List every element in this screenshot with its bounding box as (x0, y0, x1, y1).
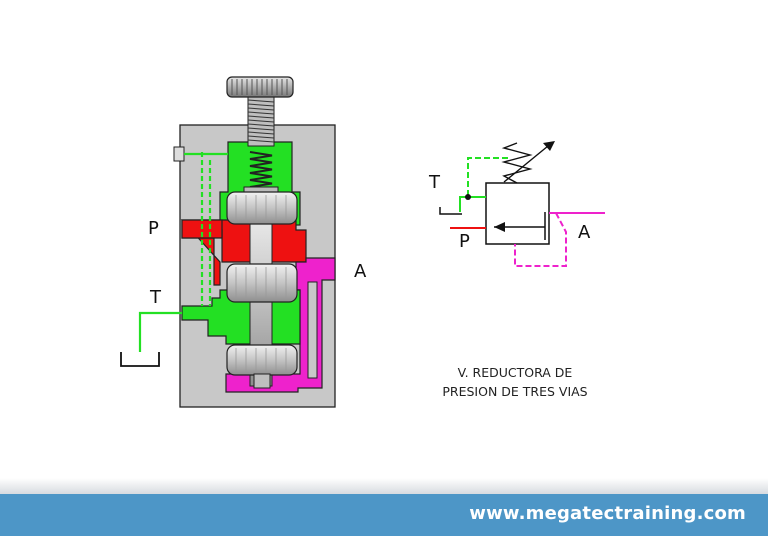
outlet-external-line (335, 268, 343, 276)
tank-icon (120, 352, 160, 367)
variable-spring-arrow-icon (503, 145, 549, 183)
section-label-p: P (148, 218, 159, 239)
symbol-outlet-pilot (514, 212, 567, 267)
spool-icon (226, 191, 298, 389)
symbol-label-p: P (459, 231, 470, 252)
symbol-label-t: T (429, 172, 440, 193)
valve-section (120, 76, 343, 408)
caption-line-1: V. REDUCTORA DE (457, 365, 573, 380)
website-link[interactable]: www.megatectraining.com (469, 503, 746, 524)
knob-ribs (231, 79, 288, 95)
symbol-label-a: A (578, 222, 591, 243)
symbol-tank-icon (439, 207, 462, 215)
caption-line-2: PRESION DE TRES VIAS (442, 384, 588, 399)
footer-bar: www.megatectraining.com (0, 494, 768, 536)
tank-external-line (138, 311, 182, 352)
land-grooves (235, 195, 287, 372)
symbol-tank-line (459, 196, 486, 212)
section-label-a: A (354, 261, 367, 282)
valve-symbol (439, 141, 605, 267)
vent-screw (173, 146, 185, 162)
symbol-pilot-line (467, 157, 508, 197)
variable-arrow-head (543, 141, 555, 151)
spring-icon (249, 151, 273, 188)
footer-shadow (0, 478, 768, 494)
variable-spring-icon (501, 142, 533, 184)
diagram-caption: V. REDUCTORA DE PRESION DE TRES VIAS (400, 363, 630, 401)
section-label-t: T (150, 287, 161, 308)
symbol-box (485, 182, 550, 245)
flow-arrow-icon (494, 222, 505, 232)
outlet-passage-inner (307, 281, 318, 379)
symbol-junction (465, 194, 471, 200)
screw-threads (247, 99, 275, 143)
